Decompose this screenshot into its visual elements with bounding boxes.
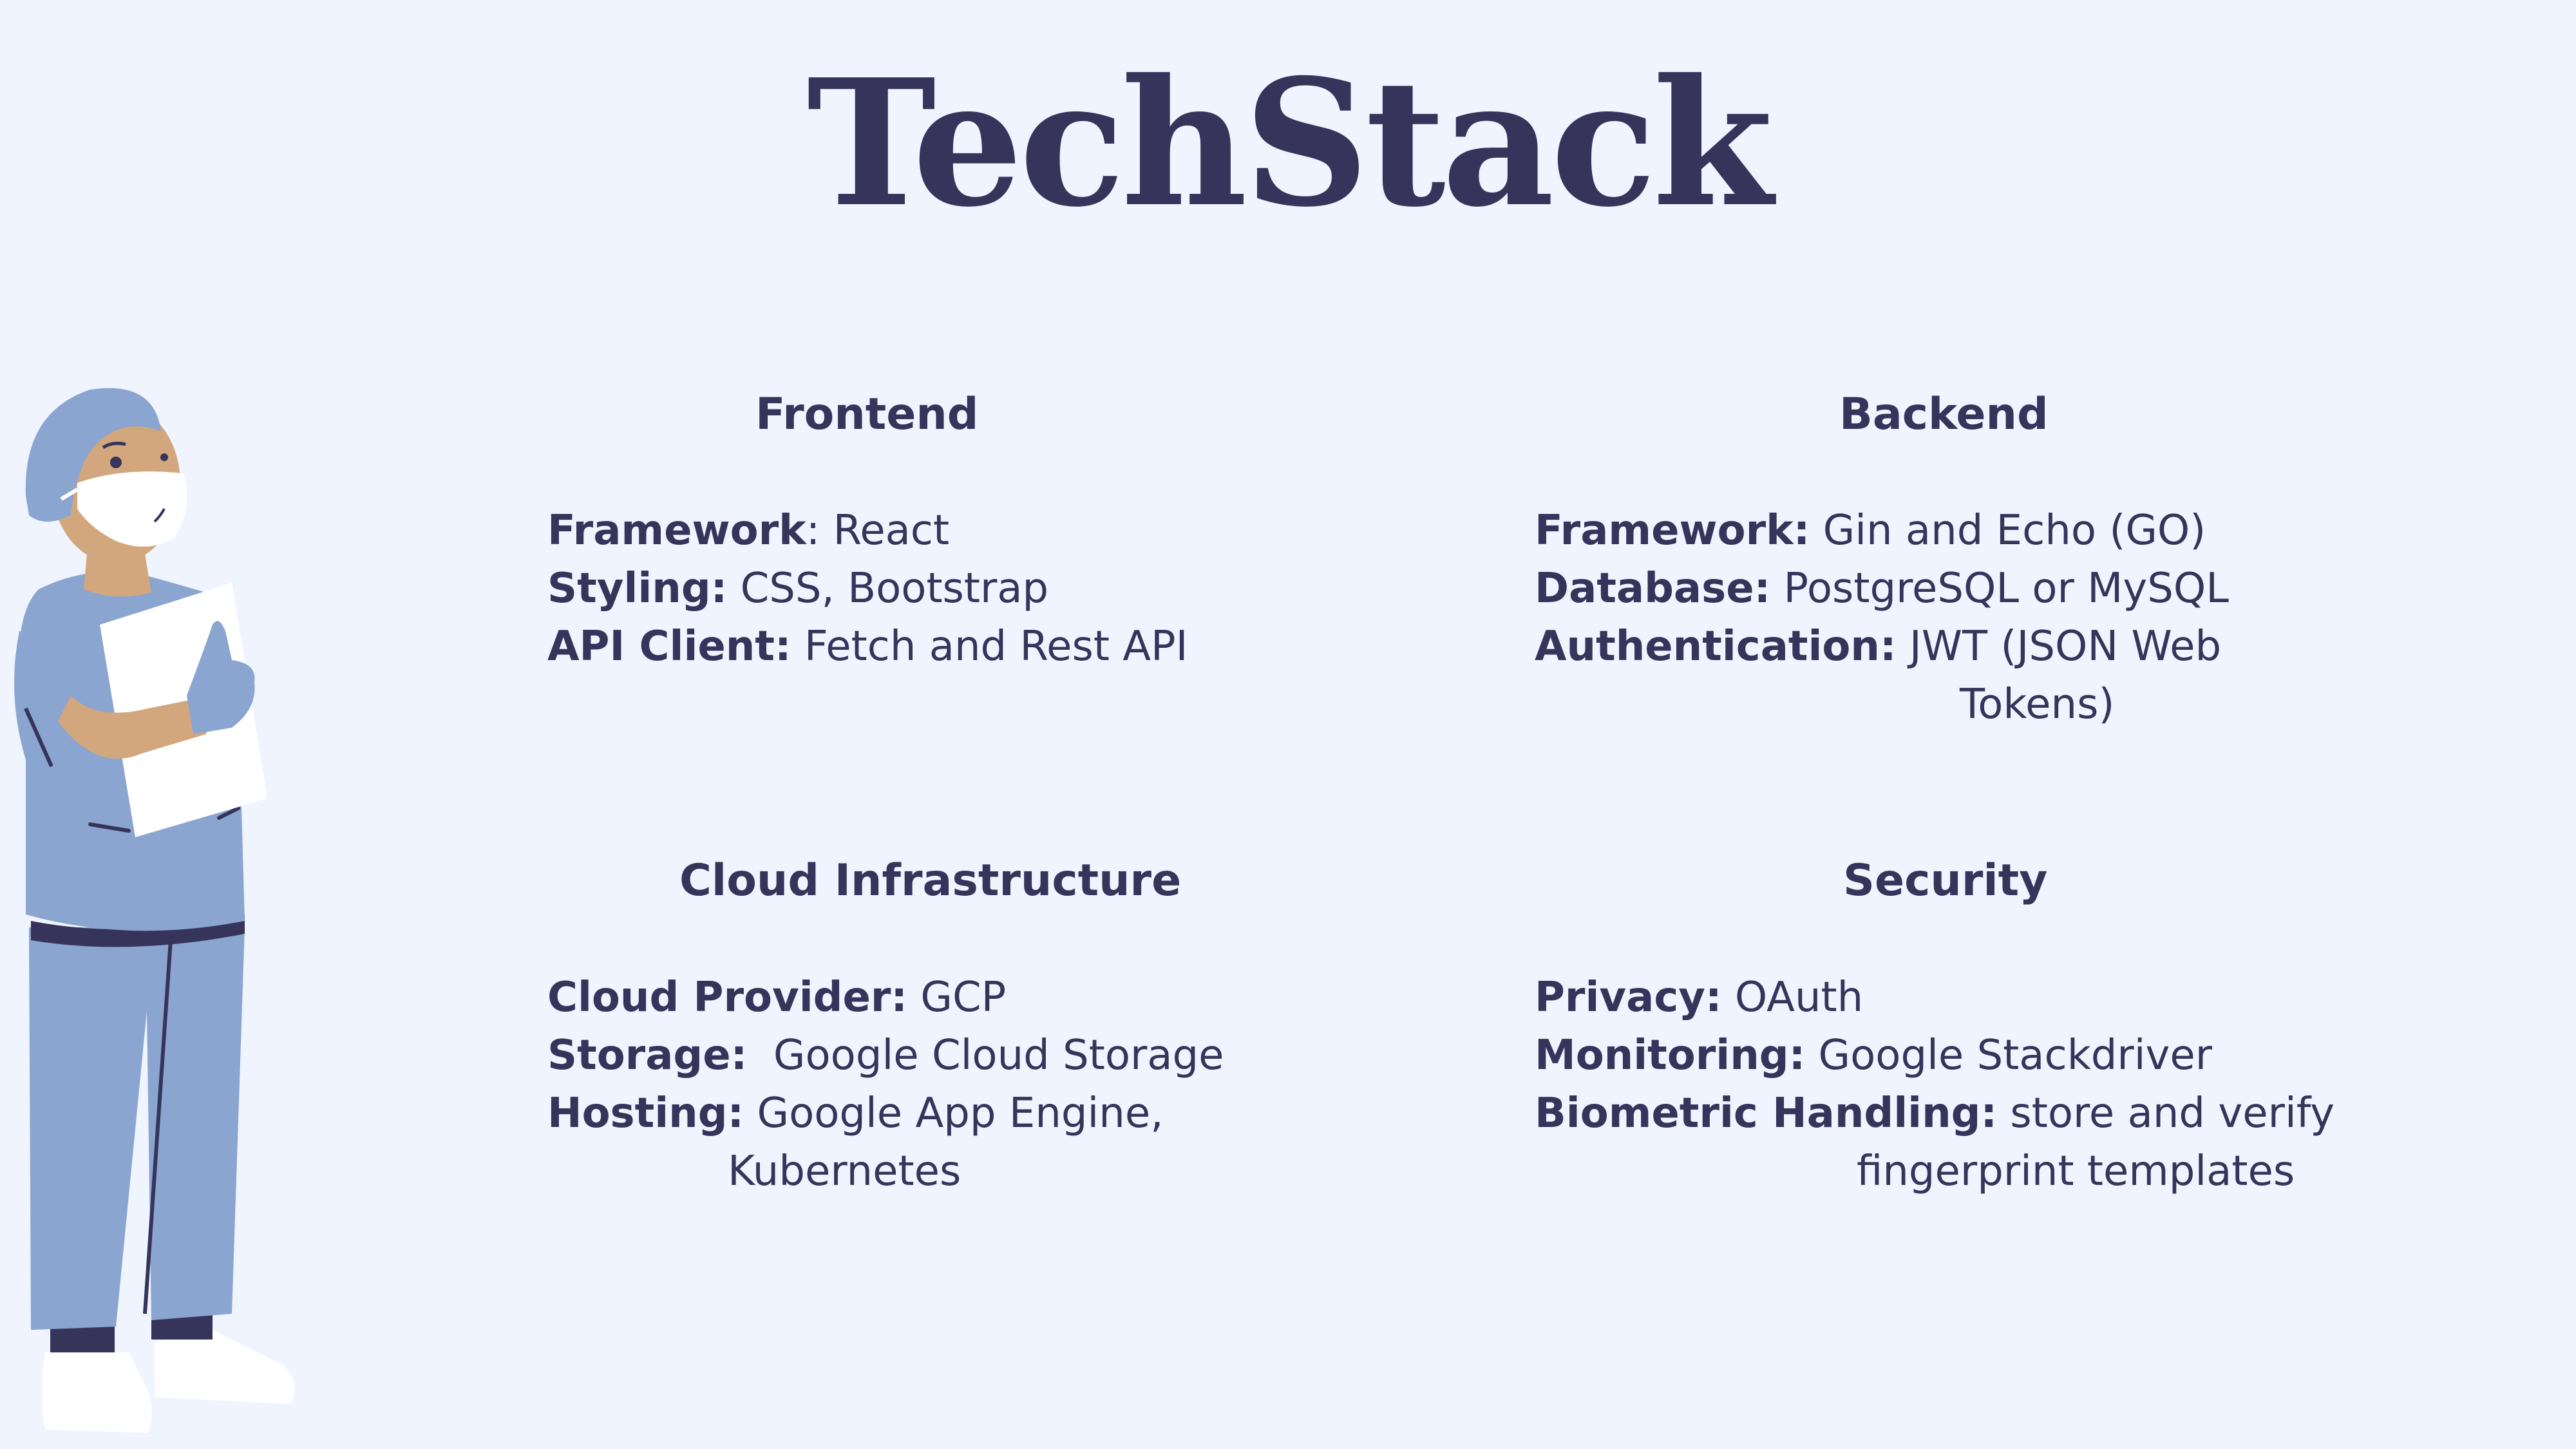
page-title: TechStack <box>806 41 1774 245</box>
backend-framework-label: Framework: <box>1535 507 1810 554</box>
cloud-heading: Cloud Infrastructure <box>679 855 1182 906</box>
cloud-provider: Cloud Provider: GCP <box>547 977 1006 1018</box>
frontend-framework-value: React <box>820 507 950 554</box>
security-biometric-continued: fingerprint templates <box>1857 1148 2295 1195</box>
security-privacy-label: Privacy: <box>1535 974 1722 1021</box>
cloud-storage-label: Storage: <box>547 1032 748 1079</box>
doctor-illustration <box>14 388 295 1433</box>
frontend-styling: Styling: CSS, Bootstrap <box>547 568 1048 609</box>
cloud-hosting: Hosting: Google App Engine, <box>547 1093 1164 1134</box>
backend-authentication: Authentication: JWT (JSON Web <box>1535 626 2221 667</box>
backend-authentication-value: JWT (JSON Web <box>1896 623 2222 670</box>
frontend-api-client: API Client: Fetch and Rest API <box>547 626 1188 667</box>
backend-authentication-label: Authentication: <box>1535 623 1897 670</box>
frontend-styling-value: CSS, Bootstrap <box>727 565 1049 612</box>
backend-authentication-continued: Tokens) <box>1960 681 2115 728</box>
frontend-framework-label: Framework <box>547 507 806 554</box>
frontend-styling-label: Styling: <box>547 565 728 612</box>
backend-framework-value: Gin and Echo (GO) <box>1810 507 2206 554</box>
cloud-provider-label: Cloud Provider: <box>547 974 907 1021</box>
security-privacy-value: OAuth <box>1721 974 1864 1021</box>
security-monitoring-label: Monitoring: <box>1535 1032 1806 1079</box>
frontend-framework: Framework: React <box>547 507 950 554</box>
cloud-hosting-label: Hosting: <box>547 1090 744 1137</box>
backend-database-label: Database: <box>1535 565 1771 612</box>
frontend-api-client-label: API Client: <box>547 623 791 670</box>
security-privacy: Privacy: OAuth <box>1535 977 1863 1018</box>
security-biometric-value: store and verify <box>1997 1090 2334 1137</box>
backend-database-value: PostgreSQL or MySQL <box>1770 565 2229 612</box>
security-biometric: Biometric Handling: store and verify <box>1535 1093 2334 1134</box>
backend-database: Database: PostgreSQL or MySQL <box>1535 568 2229 609</box>
cloud-provider-value: GCP <box>907 974 1007 1021</box>
cloud-hosting-continued: Kubernetes <box>728 1148 961 1195</box>
backend-framework: Framework: Gin and Echo (GO) <box>1535 510 2206 551</box>
security-monitoring-value: Google Stackdriver <box>1805 1032 2213 1079</box>
cloud-storage-value: Google Cloud Storage <box>747 1032 1224 1079</box>
frontend-heading: Frontend <box>755 389 979 440</box>
security-biometric-label: Biometric Handling: <box>1535 1090 1998 1137</box>
backend-heading: Backend <box>1839 389 2049 440</box>
frontend-api-client-value: Fetch and Rest API <box>791 623 1188 670</box>
security-heading: Security <box>1843 855 2048 906</box>
cloud-hosting-value: Google App Engine, <box>744 1090 1164 1137</box>
cloud-storage: Storage: Google Cloud Storage <box>547 1035 1224 1076</box>
security-monitoring: Monitoring: Google Stackdriver <box>1535 1035 2212 1076</box>
